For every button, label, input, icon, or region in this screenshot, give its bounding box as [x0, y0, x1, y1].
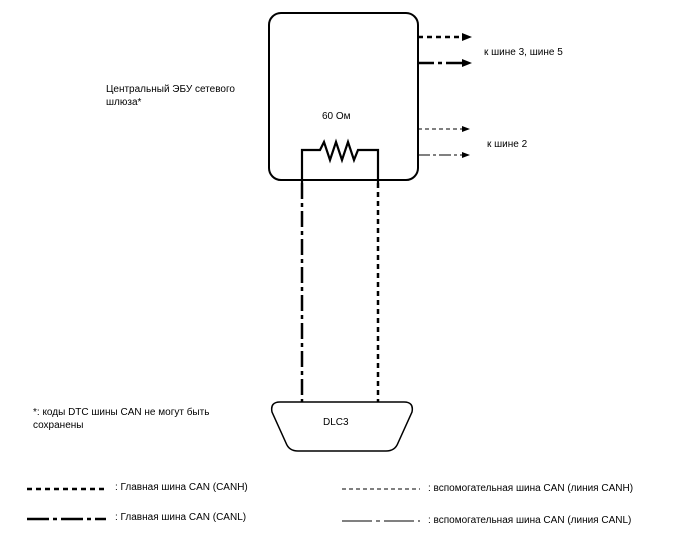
- footnote-line2: сохранены: [33, 420, 84, 431]
- footnote-line1: *: коды DTC шины CAN не могут быть: [33, 407, 210, 418]
- ecu-name-line1: Центральный ЭБУ сетевого: [106, 84, 235, 95]
- resistor-symbol: [300, 138, 380, 183]
- ecu-name-line2: шлюза*: [106, 97, 142, 108]
- legend-aux-canh-label: : вспомогательная шина CAN (линия CANH): [428, 483, 634, 494]
- legend-main-canl-label: : Главная шина CAN (CANL): [115, 512, 247, 523]
- bus-3-5-label: к шине 3, шине 5: [484, 47, 563, 58]
- bus-3-5-arrowhead-upper: [462, 33, 472, 41]
- connector-label: DLC3: [323, 417, 349, 428]
- dlc3-connector: [270, 401, 414, 452]
- resistor-label: 60 Ом: [322, 111, 351, 122]
- bus-2-label: к шине 2: [487, 139, 528, 150]
- bus-2-arrowhead-lower: [462, 152, 470, 158]
- legend-main-canh-label: : Главная шина CAN (CANH): [115, 482, 248, 493]
- ecu-name: Центральный ЭБУ сетевого шлюза*: [106, 83, 235, 109]
- bus-3-5-arrowhead-lower: [462, 59, 472, 67]
- legend-aux-canl-label: : вспомогательная шина CAN (линия CANL): [428, 515, 632, 526]
- footnote: *: коды DTC шины CAN не могут быть сохра…: [33, 406, 209, 432]
- bus-2-arrowhead-upper: [462, 126, 470, 132]
- ecu-box: [268, 12, 419, 181]
